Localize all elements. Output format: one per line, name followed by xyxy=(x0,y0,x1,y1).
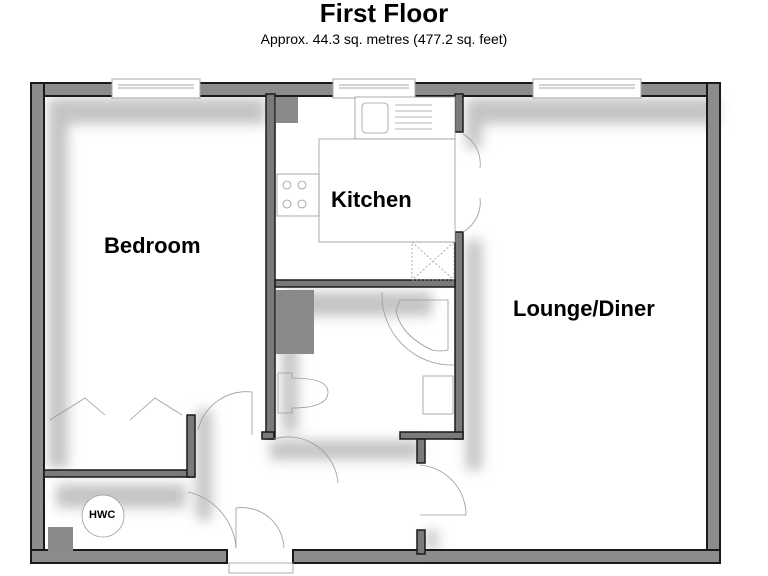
doors xyxy=(49,391,467,574)
sink-icon xyxy=(361,102,389,134)
floor-area-subtitle: Approx. 44.3 sq. metres (477.2 sq. feet) xyxy=(260,31,508,47)
hob-icon xyxy=(276,173,320,217)
shower-icon xyxy=(381,291,455,366)
floor-title: First Floor xyxy=(319,0,449,28)
kitchen-fixtures xyxy=(276,96,481,281)
outer-walls xyxy=(30,82,721,564)
bathroom-fixtures xyxy=(273,290,455,484)
hwc-cylinder xyxy=(81,494,125,538)
room-label-bedroom: Bedroom xyxy=(104,233,201,258)
toilet-icon xyxy=(277,372,329,414)
hwc-label: HWC xyxy=(89,509,116,521)
entrance-door xyxy=(235,507,285,549)
hwc-fixtures xyxy=(48,494,125,552)
room-label-kitchen: Kitchen xyxy=(331,187,412,212)
basin-icon xyxy=(422,375,454,415)
room-label-lounge: Lounge/Diner xyxy=(513,296,655,321)
windows xyxy=(111,78,642,99)
interior-walls xyxy=(43,93,464,555)
